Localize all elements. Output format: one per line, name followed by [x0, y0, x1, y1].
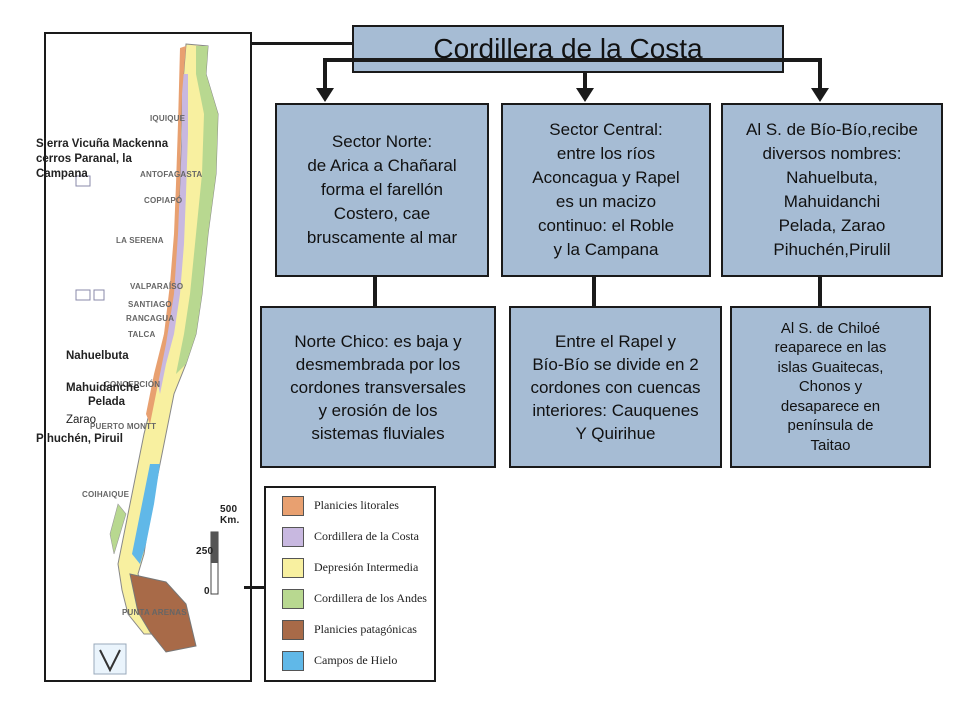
compass-mark [99, 649, 121, 673]
legend-label: Cordillera de la Costa [314, 529, 419, 543]
map-connector-top [252, 42, 352, 45]
map-annotation-pihuchen: Pihuchén, Piruil [36, 433, 123, 445]
patagonian-plain [129, 573, 197, 653]
legend-label: Planicies patagónicas [314, 622, 417, 636]
legend-label: Cordillera de los Andes [314, 591, 427, 605]
diagram-title-box: Cordillera de la Costa [352, 25, 784, 73]
city-label: TALCA [128, 330, 156, 339]
sector-central-box: Sector Central: entre los ríos Aconcagua… [501, 103, 711, 277]
scale-label-end: 500 Km. [220, 504, 240, 526]
island-inset-1 [75, 175, 91, 187]
arrowhead-left [316, 88, 334, 102]
connector-center-drop [583, 72, 587, 90]
detail-north-box: Norte Chico: es baja y desmembrada por l… [260, 306, 496, 468]
legend-label: Planicies litorales [314, 498, 399, 512]
sector-south-box: Al S. de Bío-Bío,recibe diversos nombres… [721, 103, 943, 277]
chile-map-graphic [75, 43, 219, 675]
city-label: RANCAGUA [126, 314, 175, 323]
ice-fields [132, 464, 160, 564]
connector-south-detail [818, 277, 822, 306]
sector-south-text: Al S. de Bío-Bío,recibe diversos nombres… [746, 120, 918, 259]
chile-relief-map: IQUIQUE ANTOFAGASTA COPIAPÓ LA SERENA VA… [44, 32, 252, 682]
map-connector-legend [244, 586, 266, 589]
connector-north-detail [373, 277, 377, 306]
map-annotation-pelada: Pelada [88, 396, 126, 408]
legend-swatch [282, 527, 304, 547]
map-legend: Planicies litorales Cordillera de la Cos… [264, 486, 436, 682]
andes-band [176, 46, 218, 374]
map-annotation-zarao: Zarao [66, 414, 97, 426]
city-label: COIHAIQUE [82, 490, 130, 499]
map-annotation-nahuelbuta: Nahuelbuta [66, 350, 129, 362]
detail-central-box: Entre el Rapel y Bío-Bío se divide en 2 … [509, 306, 722, 468]
city-label: IQUIQUE [150, 114, 186, 123]
scale-label-zero: 0 [204, 586, 210, 597]
city-label: PUERTO MONTT [90, 422, 157, 431]
scale-label-mid: 250 [196, 546, 214, 557]
coastal-plain-band [146, 46, 186, 424]
connector-central-detail [592, 277, 596, 306]
sector-central-text: Sector Central: entre los ríos Aconcagua… [532, 120, 680, 259]
legend-label: Campos de Hielo [314, 653, 398, 667]
map-annotation-mahuidanche: Mahuidanche [66, 382, 140, 394]
connector-right-drop [818, 58, 822, 90]
arrowhead-center [576, 88, 594, 102]
legend-label: Depresión Intermedia [314, 560, 419, 574]
detail-south-box: Al S. de Chiloé reaparece en las islas G… [730, 306, 931, 468]
legend-swatch [282, 651, 304, 671]
legend-swatch [282, 496, 304, 516]
detail-central-text: Entre el Rapel y Bío-Bío se divide en 2 … [530, 331, 701, 443]
island-inset-3 [93, 289, 105, 301]
city-label: VALPARAÍSO [130, 282, 184, 291]
sector-north-box: Sector Norte: de Arica a Chañaral forma … [275, 103, 489, 277]
scale-bar-fill [211, 532, 218, 563]
detail-south-text: Al S. de Chiloé reaparece en las islas G… [774, 319, 887, 454]
city-label: SANTIAGO [128, 300, 172, 309]
city-label: CONCEPCIÓN [104, 380, 161, 389]
southern-islands [109, 503, 127, 555]
island-inset-2 [75, 289, 91, 301]
city-label: COPIAPÓ [144, 196, 183, 205]
city-label: ANTOFAGASTA [140, 170, 203, 179]
arrowhead-right [811, 88, 829, 102]
detail-north-text: Norte Chico: es baja y desmembrada por l… [290, 331, 466, 443]
legend-swatch [282, 589, 304, 609]
city-label: PUNTA ARENAS [122, 608, 187, 617]
sector-north-text: Sector Norte: de Arica a Chañaral forma … [306, 132, 458, 247]
connector-horizontal [325, 58, 820, 62]
legend-swatch [282, 558, 304, 578]
map-annotation-north: Sierra Vicuña Mackenna cerros Paranal, l… [36, 138, 169, 180]
connector-left-drop [323, 58, 327, 90]
legend-swatch [282, 620, 304, 640]
city-label: LA SERENA [116, 236, 164, 245]
